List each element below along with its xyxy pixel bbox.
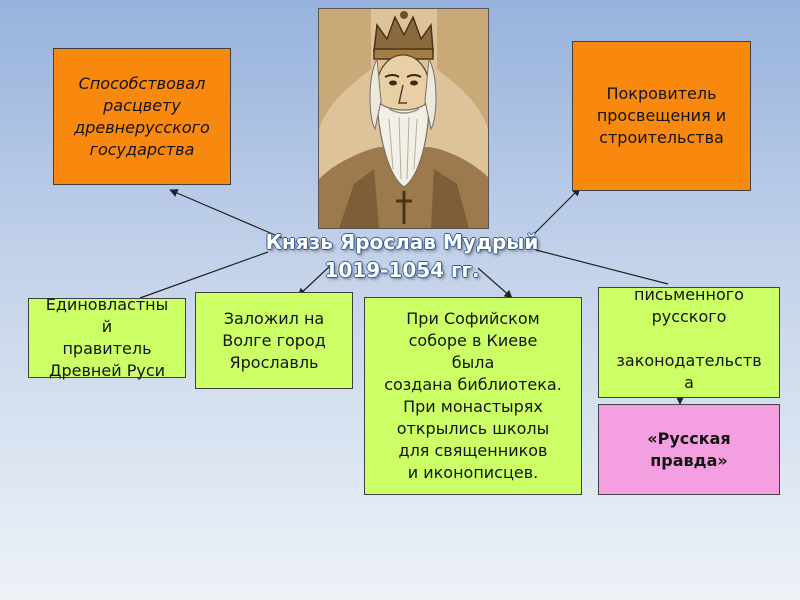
arrow-to-bottom4: [535, 249, 669, 285]
box-bottom-3-text: При Софийском соборе в Киеве была создан…: [384, 309, 562, 482]
box-bottom-1: Единовластны й правитель Древней Руси: [28, 295, 186, 380]
box-bottom-5-text: «Русская правда»: [647, 428, 731, 470]
box-bottom-3: При Софийском соборе в Киеве была создан…: [364, 297, 582, 495]
box-bottom-2: Заложил на Волге город Ярославль: [195, 292, 353, 389]
box-bottom-5: «Русская правда»: [598, 404, 780, 495]
box-top-left: Способствовал расцвету древнерусского го…: [53, 48, 231, 185]
box-bottom-4: Основатель письменного русского законода…: [598, 287, 780, 398]
title-name: Князь Ярослав Мудрый: [265, 230, 539, 254]
box-top-right-text: Покровитель просвещения и строительства: [596, 84, 727, 147]
title-years: 1019-1054 гг.: [324, 258, 480, 282]
box-top-right: Покровитель просвещения и строительства: [572, 41, 751, 191]
box-bottom-2-text: Заложил на Волге город Ярославль: [222, 308, 326, 372]
prince-portrait-drawing: [319, 9, 488, 228]
box-bottom-1-text: Единовластны й правитель Древней Руси: [45, 295, 169, 380]
box-bottom-4-text: Основатель письменного русского законода…: [616, 287, 762, 392]
box-top-left-text: Способствовал расцвету древнерусского го…: [74, 73, 210, 159]
portrait-image: [318, 8, 489, 229]
diagram-title: Князь Ярослав Мудрый 1019-1054 гг.: [262, 228, 542, 284]
